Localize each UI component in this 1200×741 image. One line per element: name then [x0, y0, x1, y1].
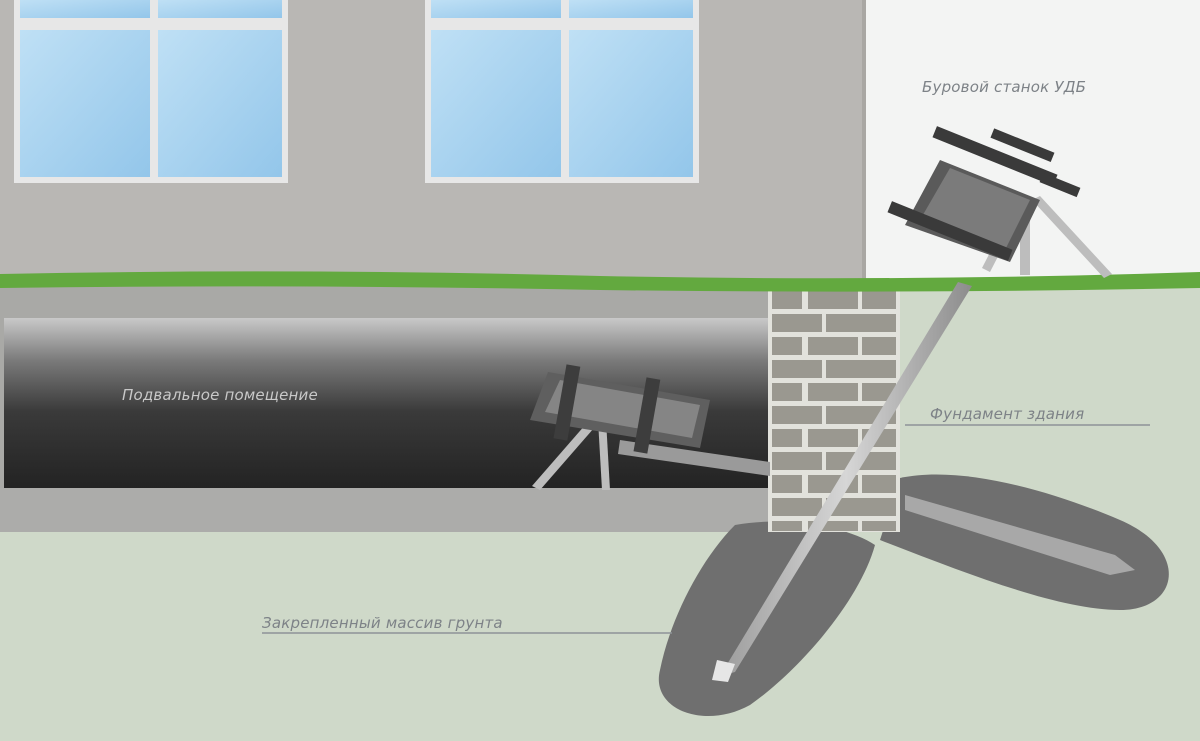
label-basement: Подвальное помещение [122, 386, 318, 404]
basement-rod [618, 440, 770, 476]
window-right [425, 0, 699, 183]
window-left [14, 0, 288, 183]
basement-floor [0, 488, 770, 532]
surface-drill-rig [887, 126, 1112, 278]
building-wall-edge [862, 0, 866, 290]
label-drill-rig: Буровой станок УДБ [922, 78, 1087, 96]
label-foundation: Фундамент здания [930, 405, 1085, 423]
rod-outer [720, 282, 972, 676]
basement-drill-rig [530, 364, 710, 490]
grout-zones [658, 474, 1169, 717]
rod-tip [712, 660, 735, 682]
label-soil-mass: Закрепленный массив грунта [262, 614, 503, 632]
grass-line [0, 271, 1200, 292]
